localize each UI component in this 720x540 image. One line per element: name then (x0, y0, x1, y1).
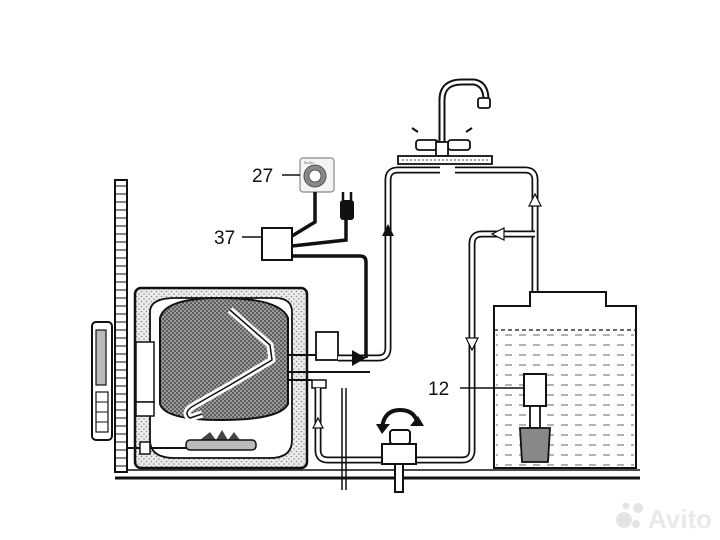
plug-icon (340, 192, 354, 220)
water-storage-tank (493, 291, 637, 469)
flow-arrow-up-return (312, 416, 324, 429)
label-37: 37 (214, 228, 235, 249)
boiler-connectors (288, 331, 370, 389)
hot-water-pipe (338, 166, 440, 366)
label-27: 27 (252, 166, 273, 187)
avito-dots-icon (616, 502, 643, 528)
flow-arrow-down-open (465, 337, 479, 352)
radiator (91, 321, 113, 441)
thermostat[interactable]: Boiler (299, 157, 335, 193)
electrical-wiring (291, 192, 368, 358)
flow-arrow-up-open (528, 192, 542, 207)
boiler-tank (159, 296, 289, 422)
watermark: Avito (616, 502, 712, 534)
label-12: 12 (428, 379, 449, 400)
thermostat-device-label: Boiler (304, 160, 315, 165)
control-box (261, 227, 293, 261)
pump (519, 373, 551, 463)
callout-27: 27 (252, 166, 300, 187)
floor-valve[interactable] (376, 407, 424, 493)
rotate-arrow-icon (380, 407, 420, 429)
floor (115, 469, 640, 480)
callout-12: 12 (428, 379, 524, 400)
flow-arrow-up (382, 224, 394, 236)
wall-scale (114, 179, 128, 473)
flow-arrow-right (352, 350, 366, 366)
cold-water-pipe (414, 166, 542, 464)
boiler-side-panel (135, 341, 155, 417)
faucet[interactable] (397, 78, 493, 165)
watermark-text: Avito (648, 504, 712, 534)
flow-arrow-left-open (490, 227, 505, 241)
burner (128, 430, 257, 455)
callout-37: 37 (214, 228, 262, 249)
return-pipe (312, 388, 388, 490)
